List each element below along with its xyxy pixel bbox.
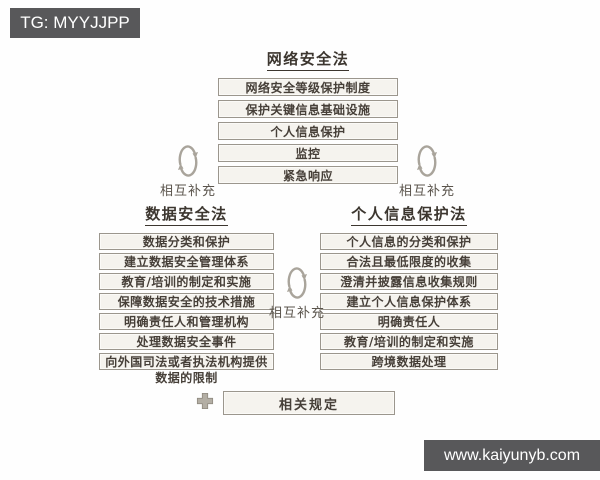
law-item: 个人信息的分类和保护 [320,233,498,250]
law-item: 监控 [218,144,398,162]
website-watermark-text: www.kaiyunyb.com [443,446,581,464]
law-item: 明确责任人和管理机构 [99,313,274,330]
personal-info-law-title: 个人信息保护法 [351,203,467,226]
relation-label: 相互补充 [268,306,325,321]
law-item: 网络安全等级保护制度 [218,78,398,96]
relation-label: 相互补充 [159,184,216,199]
law-item: 处理数据安全事件 [99,333,274,350]
law-item: 个人信息保护 [218,122,398,140]
law-item: 向外国司法或者执法机构提供数据的限制 [99,353,274,385]
personal-info-law-group: 个人信息保护法 个人信息的分类和保护 合法且最低限度的收集 澄清并披露信息收集规… [320,203,498,373]
relation-middle: 相互补充 [262,266,332,321]
related-regulations-box: 相关规定 [223,391,395,415]
relation-right: 相互补充 [392,144,462,199]
law-item: 教育/培训的制定和实施 [320,333,498,350]
swap-arrows-icon [178,145,198,177]
cybersecurity-law-title: 网络安全法 [266,48,350,71]
swap-arrows-icon [417,145,437,177]
relation-left: 相互补充 [153,144,223,199]
law-item: 保障数据安全的技术措施 [99,293,274,310]
law-item: 明确责任人 [320,313,498,330]
related-regulations-label: 相关规定 [278,397,339,413]
law-item: 数据分类和保护 [99,233,274,250]
relation-label: 相互补充 [398,184,455,199]
law-item: 合法且最低限度的收集 [320,253,498,270]
law-item: 紧急响应 [218,166,398,184]
data-security-law-group: 数据安全法 数据分类和保护 建立数据安全管理体系 教育/培训的制定和实施 保障数… [99,203,274,385]
plus-icon [196,392,214,410]
data-security-law-title: 数据安全法 [145,203,228,226]
law-item: 澄清并披露信息收集规则 [320,273,498,290]
law-item: 跨境数据处理 [320,353,498,370]
telegram-watermark-badge: TG: MYYJJPP [10,8,140,38]
law-item: 建立数据安全管理体系 [99,253,274,270]
swap-arrows-icon [287,267,307,299]
telegram-watermark-text: TG: MYYJJPP [20,13,130,32]
law-item: 建立个人信息保护体系 [320,293,498,310]
website-watermark-badge: www.kaiyunyb.com [424,440,600,471]
law-item: 教育/培训的制定和实施 [99,273,274,290]
law-item: 保护关键信息基础设施 [218,100,398,118]
cybersecurity-law-group: 网络安全法 网络安全等级保护制度 保护关键信息基础设施 个人信息保护 监控 紧急… [218,48,398,188]
